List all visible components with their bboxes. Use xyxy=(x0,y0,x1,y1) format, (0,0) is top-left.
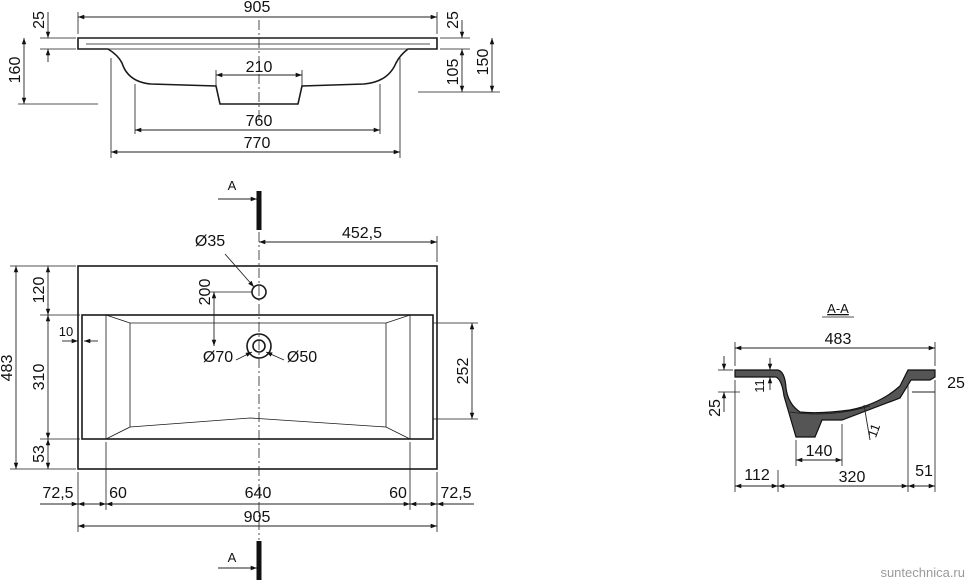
dim-drain-210: 210 xyxy=(246,59,273,76)
dim-height-160: 160 xyxy=(7,57,24,84)
dim-bowl-height: 252 xyxy=(455,358,472,385)
dim-tap-offset: 452,5 xyxy=(342,225,382,242)
dim-drain-50: Ø50 xyxy=(287,349,317,366)
section-dim-320: 320 xyxy=(839,469,866,486)
plan-view: A A Ø35 Ø70 Ø50 452,5 200 xyxy=(0,178,478,580)
dim-depth-150: 150 xyxy=(475,49,492,76)
section-a-a-view: A-A 483 11 25 25 11 140 xyxy=(707,301,965,492)
section-dim-51: 51 xyxy=(915,463,933,480)
dim-slope-left: 60 xyxy=(109,485,127,502)
section-dim-rim-25: 25 xyxy=(947,375,965,392)
dim-depth-105: 105 xyxy=(445,59,462,86)
dim-taphole-35: Ø35 xyxy=(195,233,225,250)
dim-bowl-depth: 310 xyxy=(31,364,48,391)
section-dim-112: 112 xyxy=(744,467,770,484)
dim-bottom-905: 905 xyxy=(244,509,271,526)
dim-total-depth: 483 xyxy=(0,355,16,382)
dim-bowl-length: 640 xyxy=(245,485,272,502)
section-dim-483: 483 xyxy=(825,331,852,348)
section-dim-rim-11: 11 xyxy=(752,379,767,393)
dim-rim-right-25: 25 xyxy=(445,11,462,29)
section-mark-bottom: A xyxy=(228,550,237,565)
dim-width-770: 770 xyxy=(244,135,271,152)
section-dim-height-25: 25 xyxy=(707,399,724,417)
dim-rim-25: 25 xyxy=(31,11,48,29)
section-mark-top: A xyxy=(228,178,237,193)
dim-width-760: 760 xyxy=(246,113,273,130)
dim-drain-70: Ø70 xyxy=(203,349,233,366)
section-dim-drain-140: 140 xyxy=(806,443,833,460)
watermark: suntechnica.ru xyxy=(880,565,965,580)
dim-tap-to-drain: 200 xyxy=(197,279,214,306)
front-elevation-view: 905 25 160 25 105 150 210 760 xyxy=(7,0,500,158)
dim-wall-10: 10 xyxy=(59,324,73,339)
dim-margin-right: 72,5 xyxy=(440,485,471,502)
dim-slope-right: 60 xyxy=(389,485,407,502)
dim-back-depth: 53 xyxy=(31,445,48,463)
dim-front-depth: 120 xyxy=(31,277,48,304)
section-dim-wall-11: 11 xyxy=(864,422,883,440)
dim-margin-left: 72,5 xyxy=(42,485,73,502)
section-title: A-A xyxy=(827,301,849,316)
dim-top-905: 905 xyxy=(244,0,271,16)
